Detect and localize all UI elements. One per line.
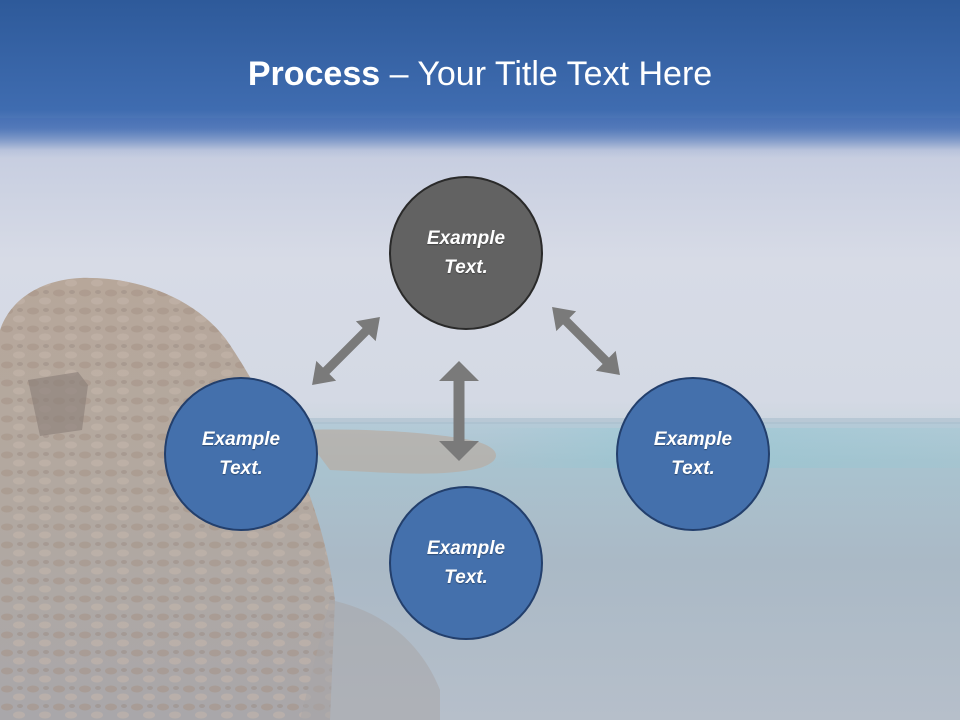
process-node-right-label: Example Text.: [653, 429, 733, 479]
process-node-bottom: Example Text.: [389, 486, 543, 640]
slide-title: Process – Your Title Text Here: [0, 50, 960, 98]
title-rest: – Your Title Text Here: [380, 55, 713, 93]
title-band-fade: [0, 118, 960, 158]
double-arrow-top-right: [552, 307, 620, 375]
process-node-bottom-label: Example Text.: [426, 538, 506, 588]
process-node-top-label: Example Text.: [426, 228, 506, 278]
process-node-top: Example Text.: [389, 176, 543, 330]
title-bold: Process: [247, 55, 381, 93]
double-arrow-vertical: [439, 361, 479, 461]
process-node-left: Example Text.: [164, 377, 318, 531]
process-node-left-label: Example Text.: [201, 429, 281, 479]
process-node-right: Example Text.: [616, 377, 770, 531]
double-arrow-top-left: [312, 317, 380, 385]
